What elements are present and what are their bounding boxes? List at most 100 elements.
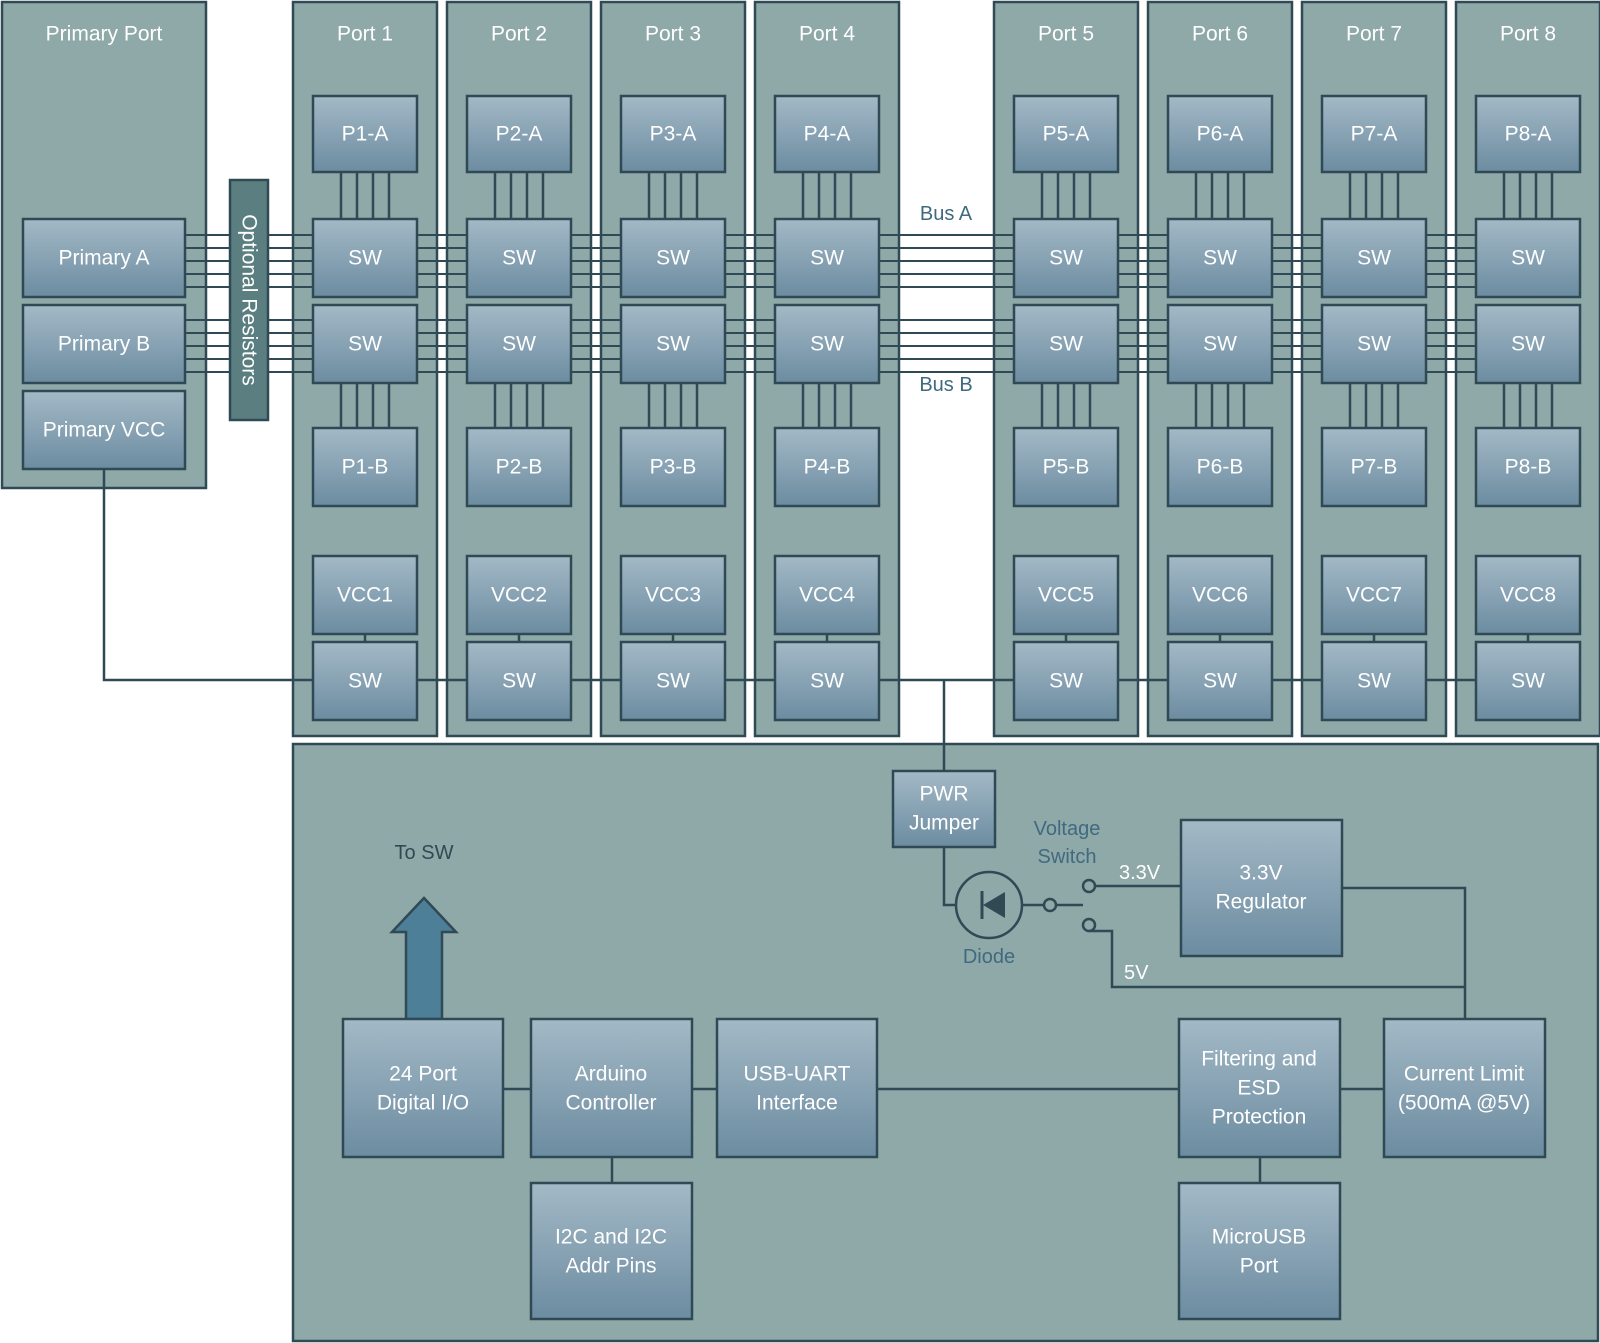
port-6-a-label: P6-A — [1197, 123, 1244, 146]
voltage-switch-label-1: Voltage — [1034, 818, 1101, 840]
v33-label: 3.3V — [1119, 862, 1161, 884]
port-2-sw-a-label: SW — [502, 247, 536, 270]
port-8-sw-a-label: SW — [1511, 247, 1545, 270]
port-6-sw-a-label: SW — [1203, 247, 1237, 270]
regulator-output-wire — [1342, 886, 1467, 1019]
port-4-sw-vcc-label: SW — [810, 670, 844, 693]
port-8-sw-b — [1474, 303, 1582, 385]
port-7-sw-vcc — [1320, 640, 1428, 722]
controller-panel: PWR Jumper Diode Voltage Switch 3.3V 5V … — [291, 680, 1600, 1343]
port-4-sw-b-label: SW — [810, 333, 844, 356]
port-6-a-block — [1166, 94, 1274, 174]
port-8-a-label: P8-A — [1505, 123, 1552, 146]
port-5-b-label: P5-B — [1043, 456, 1090, 479]
v5-label: 5V — [1124, 962, 1149, 984]
voltage-switch-symbol — [1042, 878, 1097, 933]
port-5-sw-vcc — [1012, 640, 1120, 722]
port-1-sw-b-label: SW — [348, 333, 382, 356]
regulator-block — [1179, 818, 1344, 958]
pwr-jumper-block — [891, 769, 997, 849]
port-3-sw-b — [619, 303, 727, 385]
port-3-sw-vcc — [619, 640, 727, 722]
port-2-sw-vcc — [465, 640, 573, 722]
port-2-vcc-block — [465, 554, 573, 636]
port-3-b-label: P3-B — [650, 456, 697, 479]
port-8-sw-a — [1474, 217, 1582, 299]
optional-resistors-label: Optional Resistors — [238, 214, 261, 386]
usb-uart-block — [715, 1017, 879, 1159]
port-6-sw-vcc — [1166, 640, 1274, 722]
port-4-b-label: P4-B — [804, 456, 851, 479]
i2c-label-2: Addr Pins — [565, 1255, 656, 1278]
port-3-sw-vcc-label: SW — [656, 670, 690, 693]
current-limit-label-2: (500mA @5V) — [1398, 1092, 1530, 1115]
port-8-a-block — [1474, 94, 1582, 174]
port-7-sw-a — [1320, 217, 1428, 299]
i2c-label-1: I2C and I2C — [555, 1226, 667, 1249]
usb-uart-label-1: USB-UART — [744, 1063, 851, 1086]
port-7-sw-a-label: SW — [1357, 247, 1391, 270]
port-5-sw-b — [1012, 303, 1120, 385]
regulator-label-1: 3.3V — [1239, 862, 1282, 885]
port-5-title: Port 5 — [1038, 23, 1094, 46]
port-6-sw-a — [1166, 217, 1274, 299]
i2c-block — [529, 1181, 694, 1321]
optional-resistors: Optional Resistors — [228, 178, 270, 422]
primary-port-panel: Primary Port Primary A Primary B Primary… — [0, 0, 208, 490]
port-6-sw-vcc-label: SW — [1203, 670, 1237, 693]
bus-a-label: Bus A — [920, 203, 973, 225]
port-2-b-block — [465, 426, 573, 508]
jumper-diode-wire — [942, 847, 956, 907]
port-2-a-block — [465, 94, 573, 174]
port-3-sw-b-label: SW — [656, 333, 690, 356]
current-limit-block — [1382, 1017, 1547, 1159]
port-3-vcc-label: VCC3 — [645, 584, 701, 607]
diode-label: Diode — [963, 946, 1015, 968]
port-1-sw-a — [311, 217, 419, 299]
port-6-vcc-label: VCC6 — [1192, 584, 1248, 607]
port-7-sw-vcc-label: SW — [1357, 670, 1391, 693]
port-5-b-block — [1012, 426, 1120, 508]
port-3-sw-a — [619, 217, 727, 299]
port-8-b-label: P8-B — [1505, 456, 1552, 479]
port-5-vcc-block — [1012, 554, 1120, 636]
port-6-b-label: P6-B — [1197, 456, 1244, 479]
port-3-vcc-block — [619, 554, 727, 636]
primary-vcc-label: Primary VCC — [43, 419, 166, 442]
port-7-sw-b — [1320, 303, 1428, 385]
arduino-label-2: Controller — [565, 1092, 656, 1115]
port-8-vcc-block — [1474, 554, 1582, 636]
port-4-a-label: P4-A — [804, 123, 851, 146]
arduino-block — [529, 1017, 694, 1159]
port-4-sw-vcc — [773, 640, 881, 722]
voltage-switch-label-2: Switch — [1038, 846, 1097, 868]
filtering-label-3: Protection — [1212, 1106, 1307, 1129]
port-5-sw-a-label: SW — [1049, 247, 1083, 270]
port-1-vcc-label: VCC1 — [337, 584, 393, 607]
microusb-block — [1177, 1181, 1342, 1321]
port-8-vcc-label: VCC8 — [1500, 584, 1556, 607]
port-3-sw-a-label: SW — [656, 247, 690, 270]
primary-b-block — [21, 303, 187, 385]
port-7-vcc-block — [1320, 554, 1428, 636]
port-1-b-label: P1-B — [342, 456, 389, 479]
regulator-label-2: Regulator — [1215, 891, 1306, 914]
port-8-sw-vcc — [1474, 640, 1582, 722]
port-2-title: Port 2 — [491, 23, 547, 46]
primary-vcc-block — [21, 389, 187, 471]
filtering-esd-block — [1177, 1017, 1342, 1159]
port-1-b-block — [311, 426, 419, 508]
port-1-vcc-block — [311, 554, 419, 636]
port-3-title: Port 3 — [645, 23, 701, 46]
filtering-label-2: ESD — [1237, 1077, 1280, 1100]
port-5-sw-a — [1012, 217, 1120, 299]
port-3-a-label: P3-A — [650, 123, 697, 146]
port-8-sw-vcc-label: SW — [1511, 670, 1545, 693]
port-8-b-block — [1474, 426, 1582, 508]
digital-io-block — [341, 1017, 505, 1159]
